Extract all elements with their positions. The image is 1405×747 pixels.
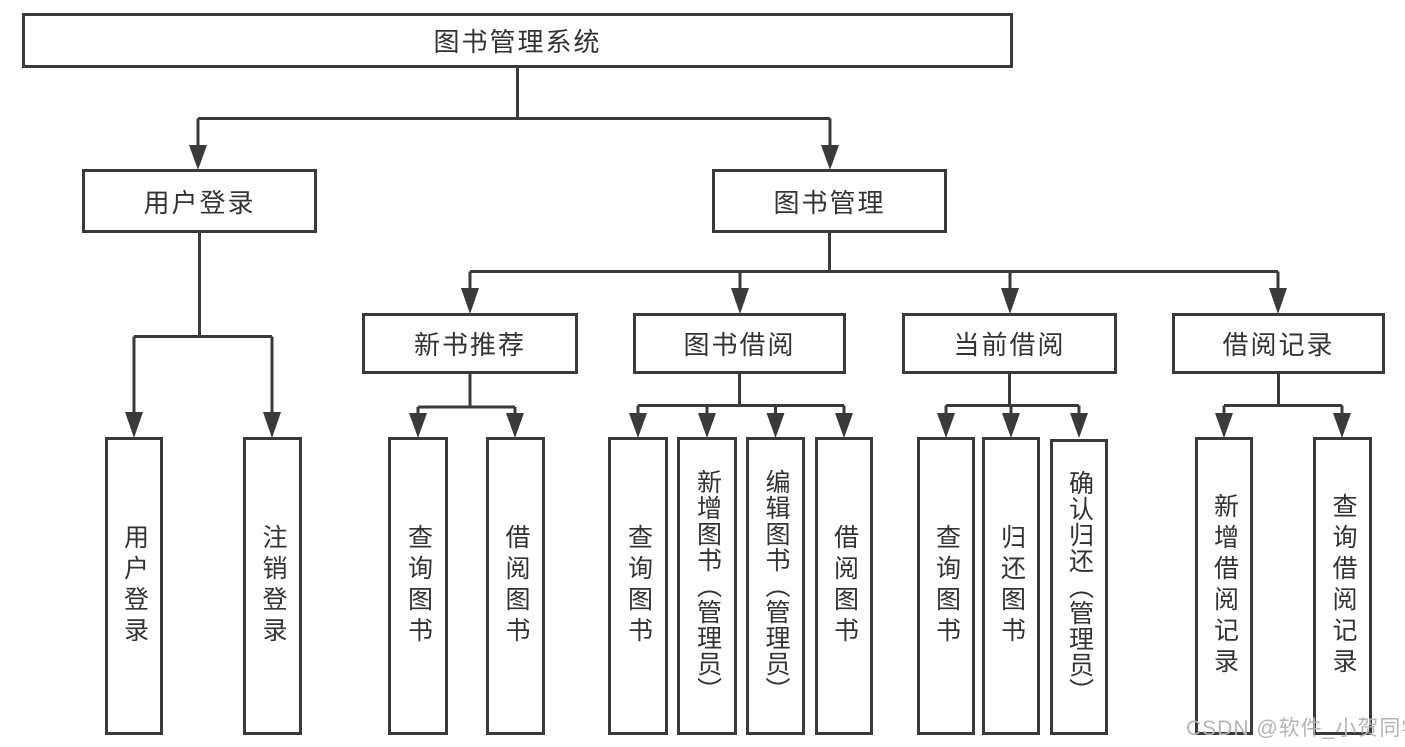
leaf-borrow-books-borrowing: 借阅图书 bbox=[815, 437, 873, 735]
node-book-management-label: 图书管理 bbox=[773, 187, 886, 218]
node-library-system: 图书管理系统 bbox=[22, 13, 1013, 68]
edge-book-management-to-level3 bbox=[468, 233, 1280, 290]
leaf-borrow-books-recommend-label: 借阅图书 bbox=[502, 524, 530, 648]
node-new-book-recommend: 新书推荐 bbox=[362, 313, 578, 374]
leaf-add-book-admin: 新增图书（管理员） bbox=[677, 437, 737, 735]
node-user-login: 用户登录 bbox=[82, 169, 317, 233]
leaf-add-borrow-record-label: 新增借阅记录 bbox=[1210, 493, 1239, 679]
leaf-query-borrow-record: 查询借阅记录 bbox=[1313, 437, 1372, 735]
leaf-return-books: 归还图书 bbox=[982, 437, 1040, 735]
edge-new-book-recommend-to-leaves bbox=[416, 372, 517, 415]
leaf-user-login-label: 用户登录 bbox=[120, 524, 149, 648]
watermark-text: CSDN @软件_小贺同学 bbox=[1186, 717, 1405, 740]
leaf-query-books-recommend: 查询图书 bbox=[388, 437, 448, 735]
node-current-borrowing: 当前借阅 bbox=[902, 313, 1117, 374]
leaf-user-login: 用户登录 bbox=[105, 437, 163, 735]
arrowheads bbox=[125, 145, 1351, 438]
node-borrow-records: 借阅记录 bbox=[1172, 313, 1385, 374]
node-new-book-recommend-label: 新书推荐 bbox=[413, 330, 526, 360]
leaf-add-book-admin-label: 新增图书（管理员） bbox=[693, 469, 722, 703]
leaf-query-books-current: 查询图书 bbox=[917, 437, 975, 735]
leaf-confirm-return-admin-label: 确认归还（管理员） bbox=[1065, 470, 1094, 704]
leaf-add-borrow-record: 新增借阅记录 bbox=[1195, 437, 1253, 735]
node-library-system-label: 图书管理系统 bbox=[433, 27, 602, 57]
edge-book-borrowing-to-leaves bbox=[636, 372, 846, 415]
leaf-query-books-borrowing: 查询图书 bbox=[608, 437, 668, 735]
node-borrow-records-label: 借阅记录 bbox=[1222, 330, 1335, 360]
leaf-logout-login: 注销登录 bbox=[243, 437, 302, 735]
leaf-borrow-books-borrowing-label: 借阅图书 bbox=[830, 524, 859, 648]
node-book-borrowing-label: 图书借阅 bbox=[683, 330, 796, 360]
leaf-borrow-books-recommend: 借阅图书 bbox=[486, 437, 545, 735]
leaf-edit-book-admin-label: 编辑图书（管理员） bbox=[762, 469, 790, 703]
edge-current-borrowing-to-leaves bbox=[944, 372, 1081, 415]
leaf-edit-book-admin: 编辑图书（管理员） bbox=[746, 437, 805, 735]
leaf-query-borrow-record-label: 查询借阅记录 bbox=[1329, 493, 1357, 679]
leaf-logout-login-label: 注销登录 bbox=[259, 524, 287, 648]
edge-user-login-to-leaves bbox=[132, 233, 274, 414]
leaf-query-books-recommend-label: 查询图书 bbox=[404, 524, 433, 648]
edge-borrow-records-to-leaves bbox=[1222, 372, 1344, 415]
edge-root-to-level2 bbox=[196, 68, 832, 147]
node-book-borrowing: 图书借阅 bbox=[633, 313, 846, 374]
node-current-borrowing-label: 当前借阅 bbox=[953, 330, 1066, 360]
leaf-query-books-borrowing-label: 查询图书 bbox=[624, 524, 653, 648]
leaf-return-books-label: 归还图书 bbox=[997, 524, 1026, 648]
leaf-query-books-current-label: 查询图书 bbox=[932, 524, 961, 648]
node-user-login-label: 用户登录 bbox=[143, 187, 256, 218]
node-book-management: 图书管理 bbox=[712, 169, 947, 233]
leaf-confirm-return-admin: 确认归还（管理员） bbox=[1050, 439, 1108, 735]
